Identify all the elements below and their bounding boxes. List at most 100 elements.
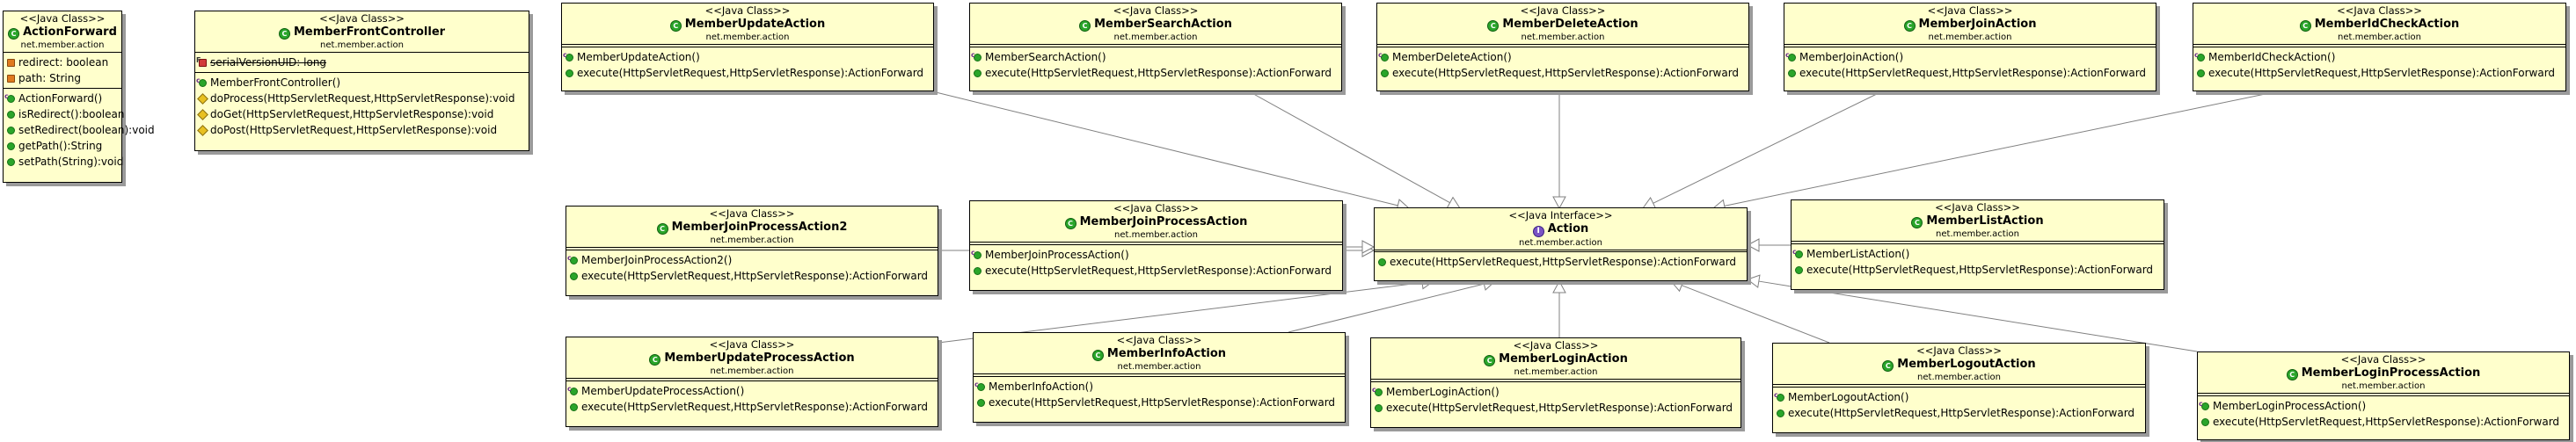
arrowhead: [1361, 240, 1376, 254]
public-method-icon: [7, 126, 15, 134]
class-icon: C: [649, 354, 661, 366]
method: MemberIdCheckAction(): [2208, 50, 2336, 63]
stereotype-label: <<Java Class>>: [1116, 334, 1202, 346]
public-method-icon: [566, 69, 573, 77]
class-name: MemberDeleteAction: [1502, 18, 1638, 31]
method: execute(HttpServletRequest,HttpServletRe…: [2208, 66, 2556, 79]
constructor-icon: [1792, 245, 1803, 258]
method: execute(HttpServletRequest,HttpServletRe…: [1806, 263, 2154, 276]
method: doProcess(HttpServletRequest,HttpServlet…: [210, 91, 515, 105]
class-name: MemberInfoAction: [1106, 347, 1227, 360]
fields-compartment: [2193, 44, 2565, 47]
field: path: String: [18, 71, 81, 84]
class-icon: C: [1064, 218, 1076, 229]
public-method-icon: [1788, 69, 1796, 77]
class-icon: C: [1484, 355, 1496, 366]
class-name: MemberSearchAction: [1094, 18, 1232, 31]
implements-edge: [1746, 274, 2198, 352]
arrowhead: [1670, 279, 1685, 293]
constructor-icon: [1372, 383, 1383, 396]
package-label: net.member.action: [2338, 33, 2421, 42]
fields-compartment: [562, 44, 933, 47]
class-icon: C: [1882, 360, 1894, 372]
class-name: MemberLogoutAction: [1897, 358, 2036, 371]
implements-edge: [1343, 240, 1376, 254]
implements-edge: [1552, 91, 1566, 210]
package-label: net.member.action: [1514, 367, 1598, 377]
public-method-icon: [570, 402, 578, 411]
class-name: MemberIdCheckAction: [2314, 18, 2460, 31]
method: MemberLoginAction(): [1386, 385, 1500, 398]
stereotype-label: <<Java Class>>: [1113, 202, 1199, 214]
class-name: MemberUpdateProcessAction: [664, 351, 855, 365]
stereotype-label: <<Java Class>>: [709, 207, 795, 220]
stereotype-label: <<Java Class>>: [1113, 4, 1199, 17]
method: doGet(HttpServletRequest,HttpServletResp…: [210, 107, 494, 120]
package-label: net.member.action: [1521, 33, 1605, 42]
public-method-icon: [1795, 265, 1803, 274]
method: execute(HttpServletRequest,HttpServletRe…: [1788, 406, 2135, 419]
constructor-icon: [1774, 388, 1784, 402]
arrowhead: [1746, 238, 1760, 252]
method: doPost(HttpServletRequest,HttpServletRes…: [210, 123, 498, 136]
fields-compartment: [566, 378, 938, 380]
package-label: net.member.action: [1114, 230, 1198, 240]
static-final-field-icon: [196, 54, 207, 67]
public-method-icon: [1378, 257, 1386, 266]
constructor-icon: [2199, 397, 2209, 410]
public-method-icon: [2201, 417, 2209, 426]
method: execute(HttpServletRequest,HttpServletRe…: [985, 66, 1332, 79]
package-label: net.member.action: [1113, 33, 1198, 42]
constructor-icon: [1785, 48, 1796, 62]
fields-compartment: [2198, 393, 2569, 395]
class-name: MemberFrontController: [293, 25, 446, 39]
fields-compartment: [1371, 379, 1740, 381]
fields-compartment: [970, 242, 1342, 244]
private-field-icon: [7, 58, 15, 67]
package-label: net.member.action: [2341, 381, 2426, 391]
class-name: MemberJoinAction: [1918, 18, 2037, 31]
class-name: MemberUpdateAction: [684, 18, 826, 31]
method: MemberFrontController(): [210, 76, 341, 89]
constructor-icon: [2194, 48, 2205, 62]
constructor-icon: [971, 246, 982, 259]
method: execute(HttpServletRequest,HttpServletRe…: [985, 264, 1332, 277]
class-name: MemberLoginAction: [1499, 352, 1628, 366]
constructor-icon: [4, 90, 15, 103]
public-method-icon: [1375, 403, 1383, 412]
package-label: net.member.action: [1928, 33, 2012, 42]
stereotype-label: <<Java Class>>: [704, 4, 791, 17]
stereotype-label: <<Java Class>>: [1513, 339, 1599, 351]
stereotype-label: <<Java Class>>: [319, 12, 405, 25]
method: getPath():String: [18, 139, 103, 152]
class-icon: C: [1911, 217, 1923, 228]
public-method-icon: [1777, 409, 1784, 417]
constructor-icon: [567, 382, 578, 395]
method: execute(HttpServletRequest,HttpServletRe…: [1799, 66, 2147, 79]
method: isRedirect():boolean: [18, 107, 125, 120]
package-label: net.member.action: [710, 366, 794, 376]
method: execute(HttpServletRequest,HttpServletRe…: [1392, 66, 1740, 79]
stereotype-label: <<Java Class>>: [1916, 344, 2002, 357]
private-field-icon: [7, 74, 15, 83]
arrowhead: [1552, 196, 1566, 210]
method: execute(HttpServletRequest,HttpServletRe…: [1390, 255, 1737, 268]
package-label: net.member.action: [1117, 362, 1201, 372]
